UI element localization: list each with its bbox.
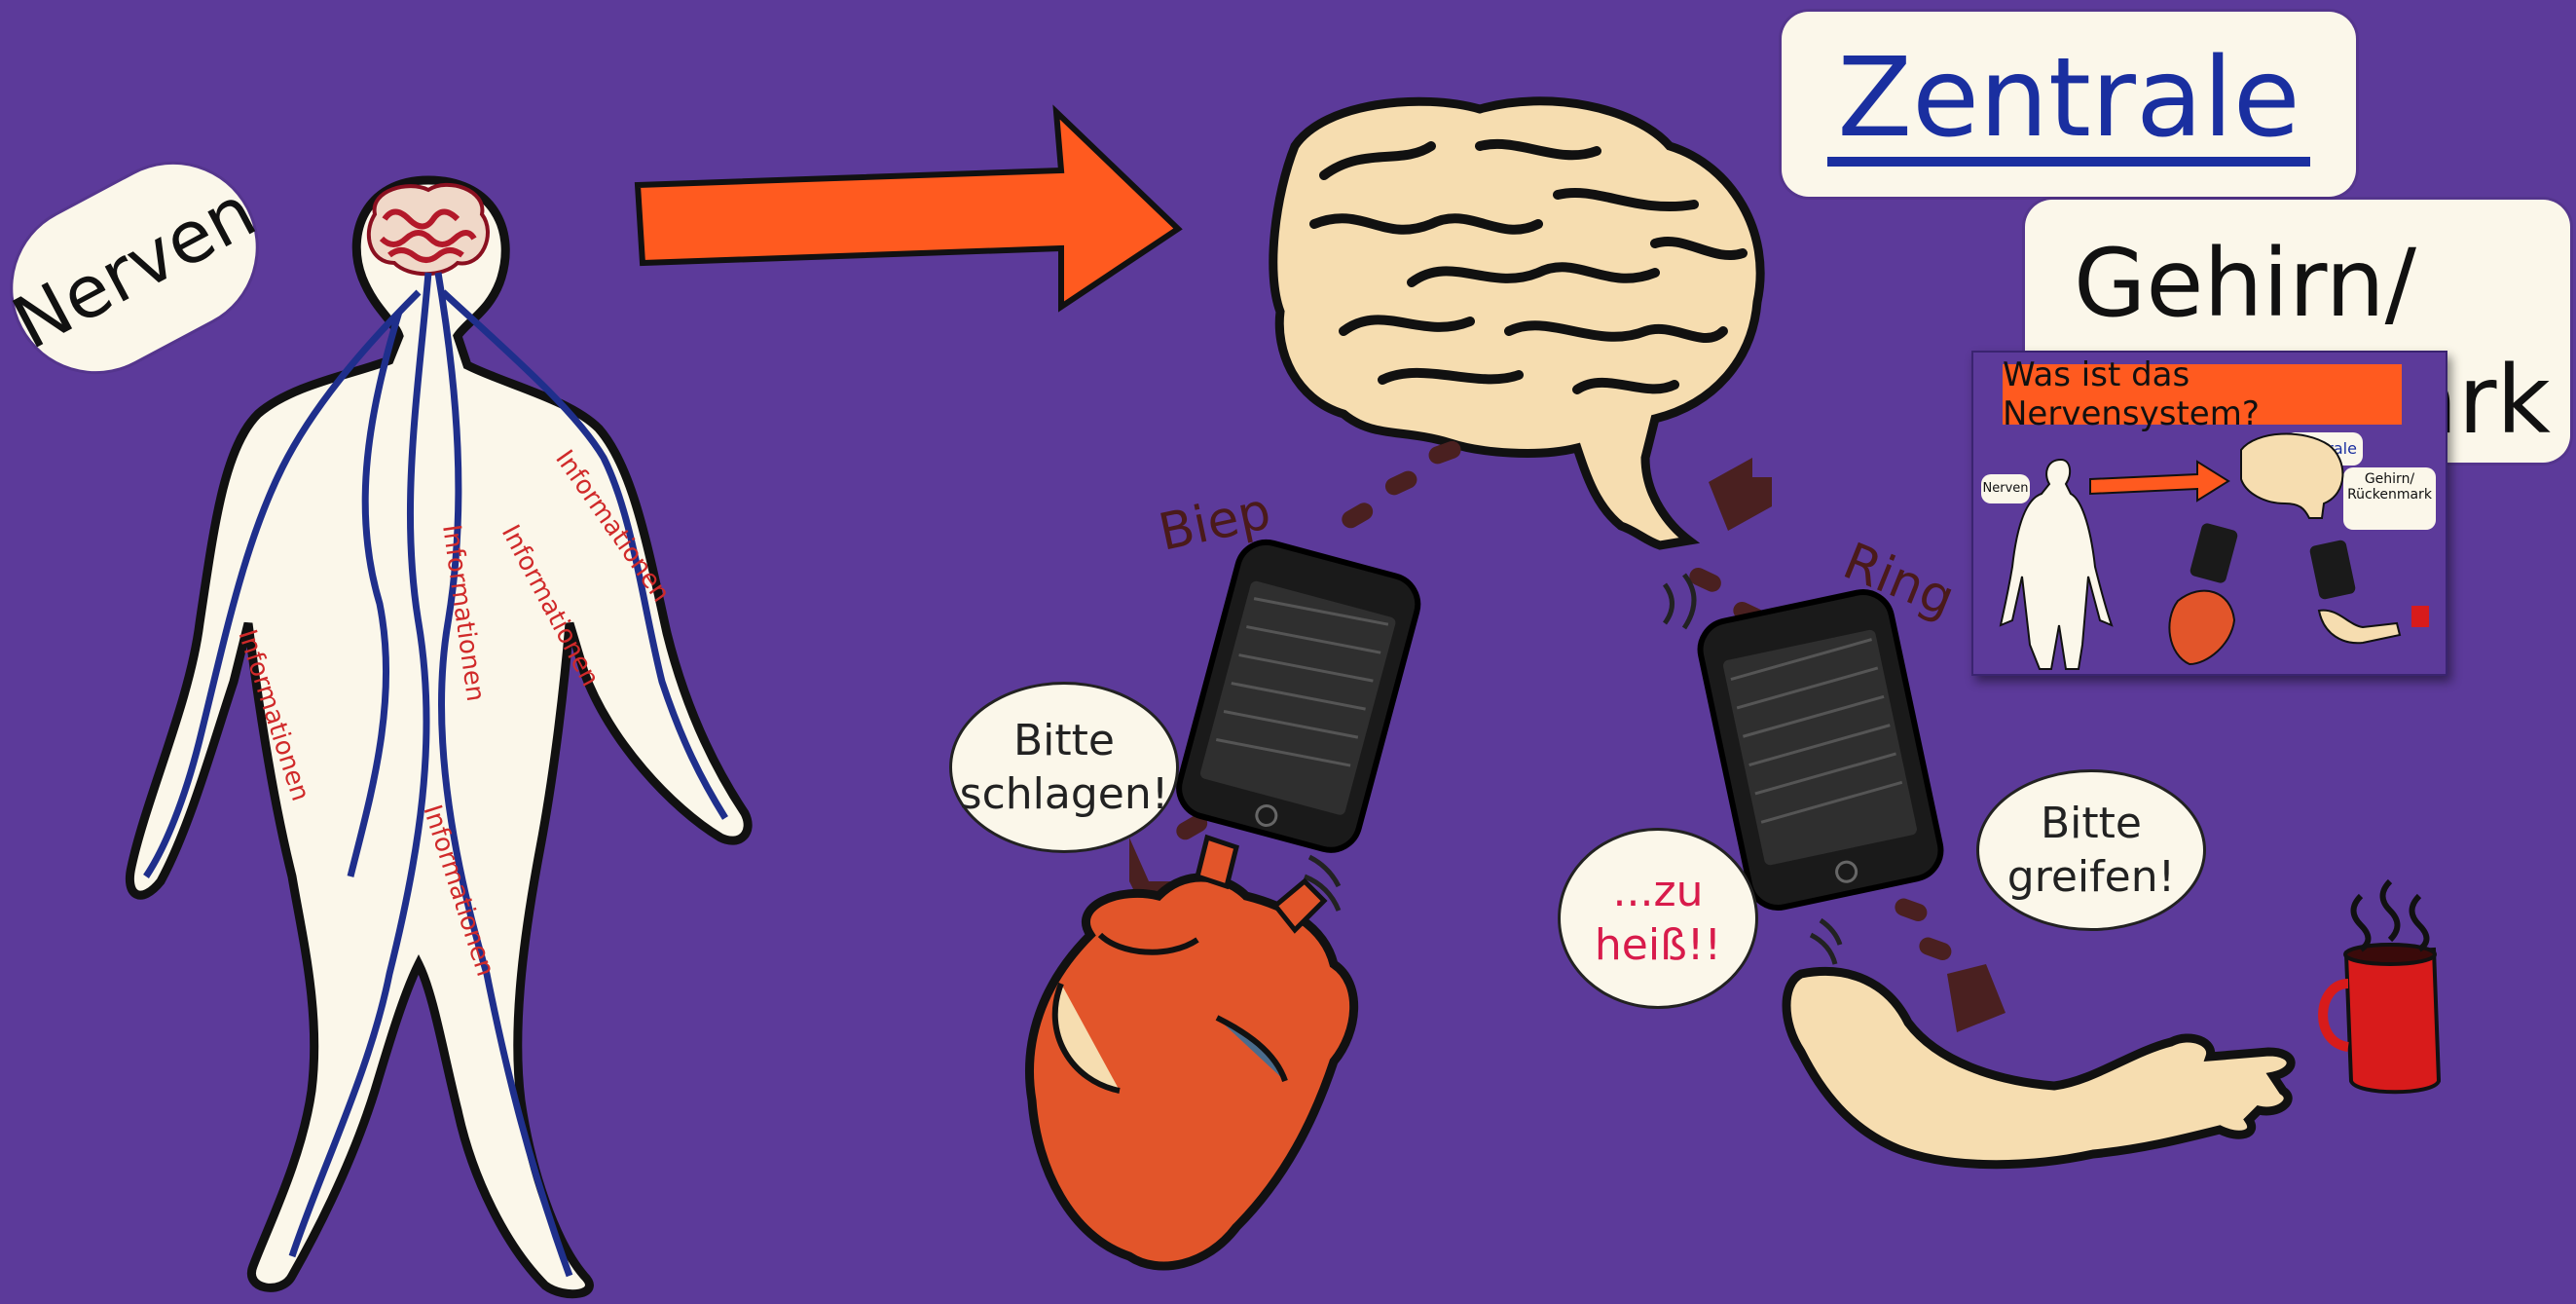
speech-bubble-arm: Bitte greifen! (1976, 769, 2206, 931)
phone-left (1172, 536, 1424, 856)
thumbnail-preview: Was ist das Nervensystem? Zentrale Gehir… (1971, 351, 2447, 676)
body-silhouette (129, 180, 748, 1294)
bubble-text-arm: Bitte greifen! (1979, 797, 2203, 904)
zentrale-card: Zentrale (1782, 12, 2356, 197)
thumbnail-drawing (1973, 353, 2446, 674)
big-brain (1273, 101, 1760, 545)
bubble-text-hot: ...zu heiß!! (1561, 865, 1755, 972)
heart (1030, 838, 1354, 1266)
speech-bubble-heart: Bitte schlagen! (949, 682, 1179, 853)
zentrale-label: Zentrale (1827, 42, 2309, 167)
coffee-mug (2323, 881, 2439, 1092)
bubble-text-heart: Bitte schlagen! (952, 714, 1176, 821)
gehirn-label: Gehirn/ (2074, 229, 2416, 338)
body-figure: Informationen Informationen Informatione… (129, 180, 748, 1294)
orange-arrow (638, 112, 1178, 307)
arm (1786, 971, 2291, 1164)
speech-bubble-hot: ...zu heiß!! (1558, 828, 1758, 1009)
